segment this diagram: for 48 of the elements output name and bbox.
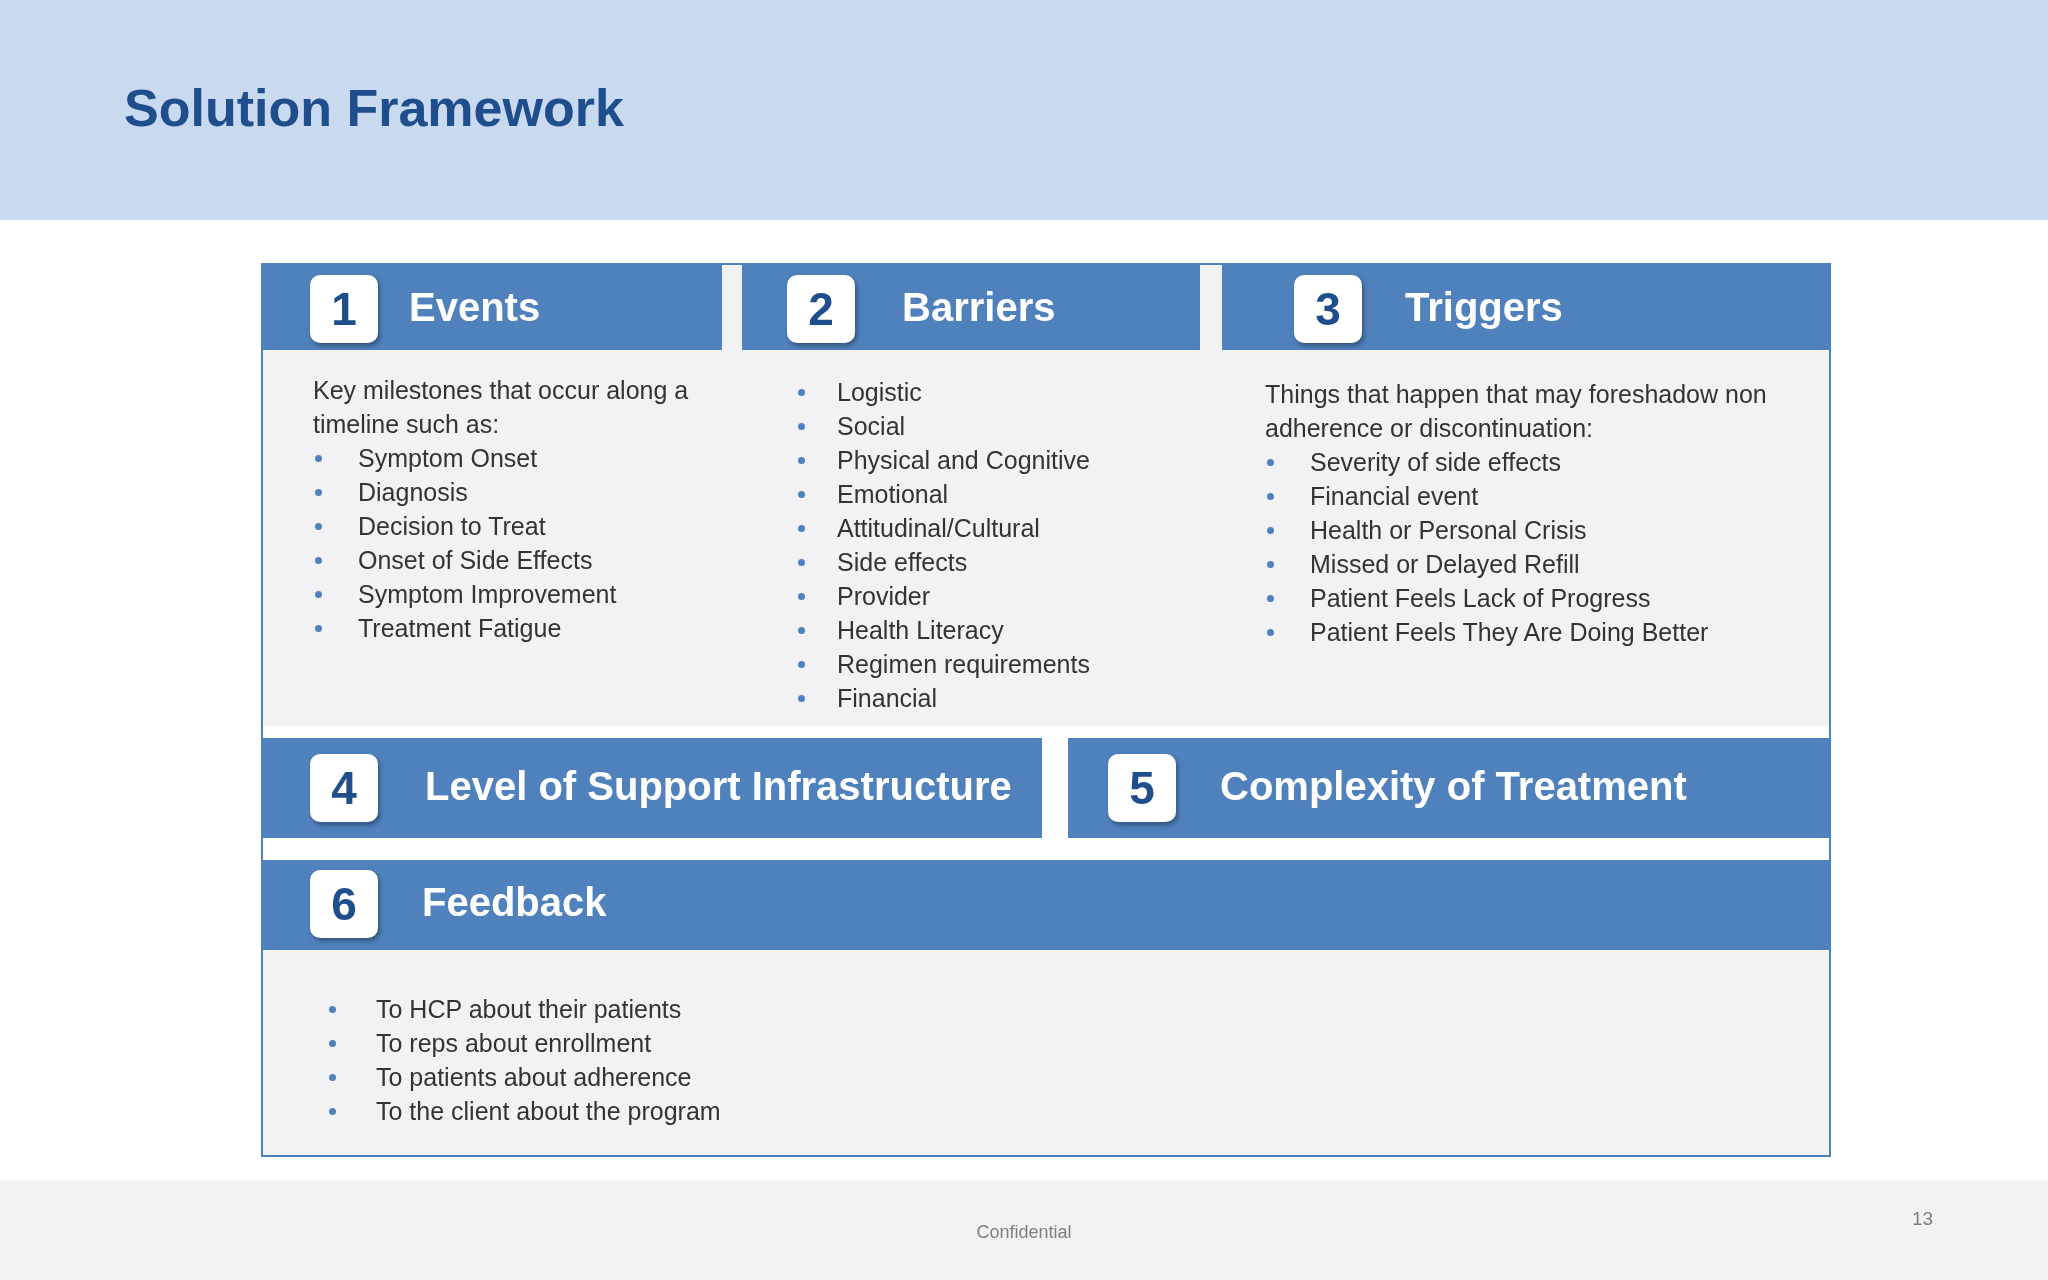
bullet-text: Financial event — [1310, 481, 1479, 512]
bullet-text: Decision to Treat — [358, 511, 546, 542]
slide-title: Solution Framework — [124, 78, 624, 138]
footer-text: Confidential — [976, 1222, 1072, 1243]
number-badge: 3 — [1294, 275, 1362, 343]
intro-text: Things that happen that may foreshadow non adherence or discontinuation: — [1265, 379, 1768, 444]
bullet-text: Attitudinal/Cultural — [837, 513, 1040, 544]
bullet-text: Provider — [837, 581, 931, 612]
number-badge: 5 — [1108, 754, 1176, 822]
number-badge: 2 — [787, 275, 855, 343]
bullet-text: Patient Feels They Are Doing Better — [1310, 617, 1709, 648]
bullet-text: Physical and Cognitive — [837, 445, 1090, 476]
bullet-text: Health Literacy — [837, 615, 1004, 646]
bullet-text: Diagnosis — [358, 477, 468, 508]
bullet-text: To HCP about their patients — [376, 994, 682, 1025]
header-bar — [1068, 738, 1829, 838]
bullet-text: Regimen requirements — [837, 649, 1090, 680]
bullet-text: Severity of side effects — [1310, 447, 1562, 478]
header-bar — [263, 738, 1042, 838]
page-number: 13 — [1912, 1208, 1934, 1230]
bullet-text: Missed or Delayed Refill — [1310, 549, 1580, 580]
bullet-text: Social — [837, 411, 906, 442]
bullet-text: Emotional — [837, 479, 949, 510]
bullet-text: To patients about adherence — [376, 1062, 692, 1093]
bullet-text: Logistic — [837, 377, 922, 408]
section-heading: Triggers — [1405, 285, 1563, 330]
number-badge: 6 — [310, 870, 378, 938]
bullet-text: To reps about enrollment — [376, 1028, 652, 1059]
number-badge: 4 — [310, 754, 378, 822]
bullet-text: Health or Personal Crisis — [1310, 515, 1587, 546]
bullet-text: Side effects — [837, 547, 968, 578]
section-heading: Events — [409, 285, 541, 330]
section-panel — [263, 265, 742, 726]
bullet-text: Symptom Improvement — [358, 579, 617, 610]
bullet-text: Symptom Onset — [358, 443, 538, 474]
bullet-text: Patient Feels Lack of Progress — [1310, 583, 1651, 614]
section-panel — [263, 860, 1829, 1155]
section-heading: Complexity of Treatment — [1220, 764, 1687, 809]
bullet-text: To the client about the program — [376, 1096, 721, 1127]
intro-text: Key milestones that occur along a timeline such as: — [313, 375, 690, 440]
section-heading: Feedback — [422, 880, 607, 925]
bullet-text: Financial — [837, 683, 938, 714]
number-badge: 1 — [310, 275, 378, 343]
section-panel — [1222, 265, 1829, 726]
section-heading: Barriers — [902, 285, 1056, 330]
section-heading: Level of Support Infrastructure — [425, 764, 1012, 809]
bullet-text: Onset of Side Effects — [358, 545, 593, 576]
bullet-text: Treatment Fatigue — [358, 613, 562, 644]
